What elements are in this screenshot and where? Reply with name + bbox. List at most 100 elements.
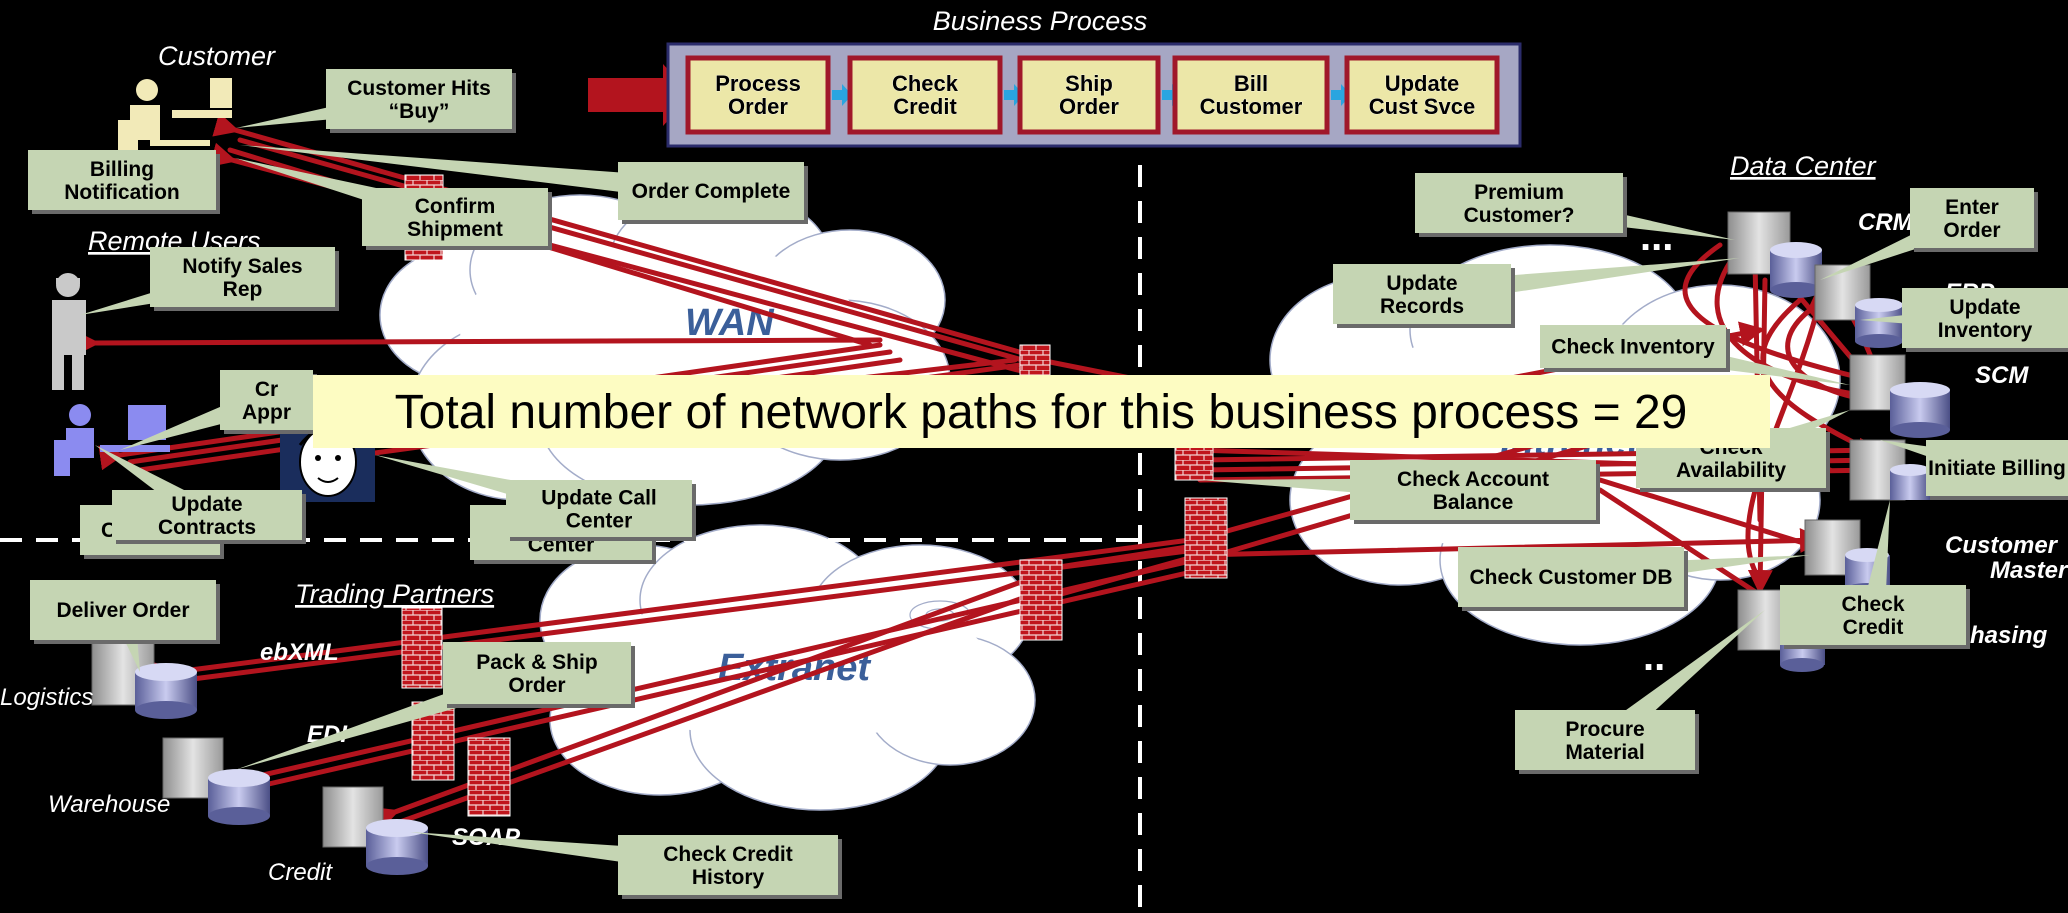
check-customer-db-callout-line1: Check Customer DB	[1469, 566, 1672, 589]
customer-hits-buy-callout-line2: “Buy”	[389, 100, 450, 123]
premium-customer-callout-line2: Customer?	[1464, 204, 1575, 227]
enter-order-callout-line2: Order	[1943, 219, 2000, 242]
logistics-label: Logistics	[0, 684, 93, 711]
warehouse-server-icon	[162, 737, 270, 825]
initiate-billing-callout-line1: Initiate Billing	[1928, 457, 2066, 480]
update-call-center-callout-line1: Update Call	[541, 487, 657, 510]
credit-approval-partial-callout-line1: Cr	[255, 378, 278, 401]
firewall-icon	[467, 737, 511, 817]
update-records-callout-line2: Records	[1380, 295, 1464, 318]
scm-server-icon	[1849, 354, 1950, 438]
check-credit-history-callout-line2: History	[692, 866, 765, 889]
update-records-callout-line1: Update	[1386, 272, 1457, 295]
remote-user-person-icon	[52, 273, 86, 390]
process-order-step-line1: Process	[715, 71, 801, 96]
confirm-shipment-callout-line2: Shipment	[407, 218, 503, 241]
update-inventory-callout-line1: Update	[1949, 296, 2020, 319]
network-paths-banner: Total number of network paths for this b…	[395, 386, 1688, 439]
firewall-icon	[1184, 497, 1228, 579]
ebxml-label: ebXML	[260, 639, 339, 666]
check-credit-step-line1: Check	[892, 71, 959, 96]
procure-material-callout-line2: Material	[1565, 741, 1644, 764]
callouts: ContractsUCenterCustomer Hits“Buy”Billin…	[28, 69, 2068, 899]
customer-master-label-line2: Master	[1990, 557, 2068, 584]
bill-customer-step-line2: Customer	[1200, 94, 1303, 119]
customer-hits-buy-callout-line1: Customer Hits	[347, 77, 491, 100]
firewall-icon	[1019, 559, 1063, 641]
check-credit-step-line2: Credit	[893, 94, 957, 119]
process-order-step-line2: Order	[728, 94, 788, 119]
notify-sales-rep-callout-line1: Notify Sales	[182, 255, 302, 278]
step-arrow-icon	[832, 84, 852, 106]
billing-notification-callout-line1: Billing	[90, 158, 154, 181]
customer-zone-label: Customer	[158, 41, 276, 71]
billing-server-icon	[1849, 439, 1930, 501]
pack-ship-order-callout-line1: Pack & Ship	[476, 651, 597, 674]
customer-master-label-line1: Customer	[1945, 532, 2059, 559]
enter-order-callout-line1: Enter	[1945, 196, 1999, 219]
erp-server-icon	[1814, 264, 1903, 348]
customer-person-icon	[118, 78, 232, 150]
order-complete-callout: Order Complete	[240, 145, 808, 224]
crm-server-icon	[1727, 211, 1822, 298]
deliver-order-callout-line1: Deliver Order	[56, 599, 189, 622]
update-call-center-callout-line2: Center	[566, 510, 633, 533]
check-credit-callout-line1: Check	[1841, 593, 1904, 616]
update-contracts-callout-line1: Update	[171, 493, 242, 516]
process-steps: ProcessOrderCheckCreditShipOrderBillCust…	[685, 55, 1500, 135]
data-center-zone-label: Data Center	[1730, 151, 1877, 181]
update-cust-svce-step-line1: Update	[1385, 71, 1460, 96]
check-credit-callout-line2: Credit	[1843, 616, 1904, 639]
process-start-arrow-icon	[588, 64, 691, 126]
wan-label: WAN	[685, 302, 775, 344]
banner-background	[313, 375, 1770, 448]
credit-server-icon	[322, 786, 428, 875]
billing-notification-callout-line2: Notification	[64, 181, 180, 204]
check-availability-callout-line2: Availability	[1676, 459, 1786, 482]
credit-label: Credit	[268, 859, 333, 886]
warehouse-label: Warehouse	[48, 791, 170, 818]
customer-hits-buy-callout: Customer Hits“Buy”	[236, 69, 516, 133]
ship-order-step-line1: Ship	[1065, 71, 1113, 96]
update-inventory-callout-line2: Inventory	[1938, 319, 2033, 342]
check-inventory-callout-line1: Check Inventory	[1551, 336, 1715, 359]
check-customer-db-callout: Check Customer DB	[1458, 547, 1810, 611]
deliver-order-callout: Deliver Order	[30, 580, 220, 672]
order-complete-callout-line1: Order Complete	[632, 180, 791, 203]
initiate-billing-callout: Initiate Billing	[1880, 440, 2068, 500]
purchasing-label: hasing	[1970, 622, 2048, 649]
bill-customer-step-line1: Bill	[1234, 71, 1268, 96]
crm-label: CRM	[1858, 209, 1914, 236]
more-systems-dots-bottom: ..	[1643, 635, 1665, 679]
scm-label: SCM	[1975, 362, 2029, 389]
server-icons	[91, 211, 1950, 875]
check-account-balance-callout-line2: Balance	[1433, 491, 1514, 514]
credit-approval-partial-callout-line2: Appr	[242, 401, 291, 424]
confirm-shipment-callout-line1: Confirm	[415, 195, 496, 218]
check-account-balance-callout-line1: Check Account	[1397, 468, 1549, 491]
logistics-server-icon	[91, 642, 197, 719]
update-cust-svce-step-line2: Cust Svce	[1369, 94, 1475, 119]
notify-sales-rep-callout-line2: Rep	[223, 278, 263, 301]
